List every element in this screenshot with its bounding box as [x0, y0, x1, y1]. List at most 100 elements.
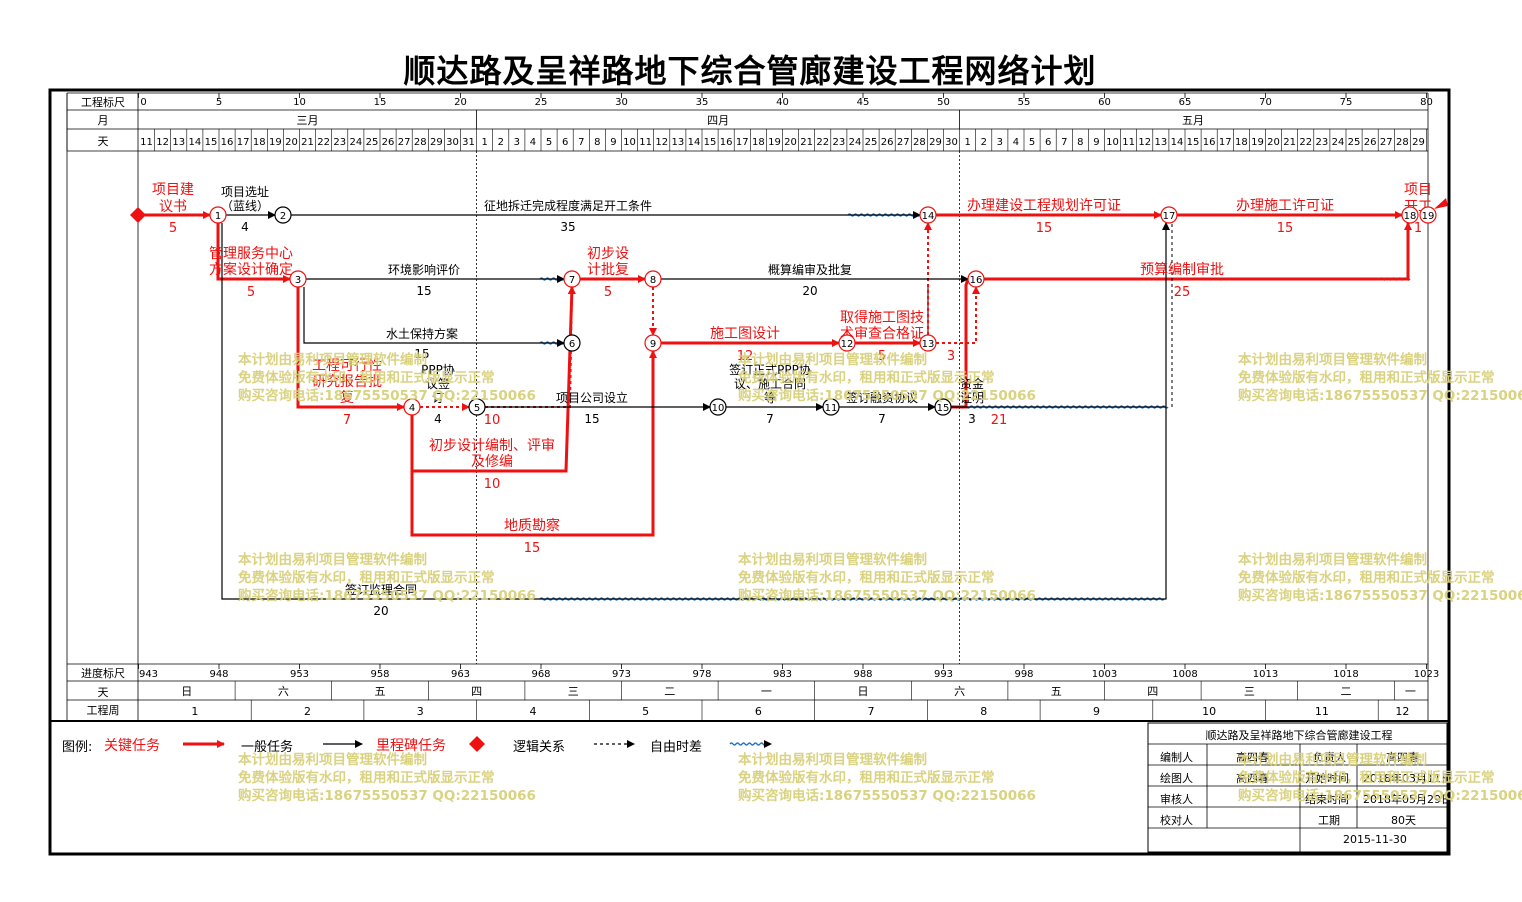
task-label: 1 — [1414, 221, 1422, 236]
progress-tick-label: 963 — [451, 669, 470, 680]
day-label: 13 — [671, 137, 684, 148]
ruler-tick-label: 65 — [1179, 97, 1192, 108]
ruler-tick-label: 25 — [535, 97, 548, 108]
task-label: 5 — [169, 221, 177, 236]
task-label: （蓝线） — [221, 199, 269, 213]
task-label: 订 — [432, 391, 444, 405]
end-label: 结束时间 — [1305, 793, 1349, 806]
day-label: 23 — [1315, 137, 1328, 148]
week-label: 4 — [529, 705, 536, 718]
drafter-label: 绘图人 — [1160, 772, 1193, 785]
ruler-tick-label: 30 — [615, 97, 628, 108]
month-label: 三月 — [297, 114, 319, 127]
node-number: 13 — [922, 339, 935, 350]
day-label: 18 — [1235, 137, 1248, 148]
day-label: 12 — [655, 137, 668, 148]
day-label: 17 — [237, 137, 250, 148]
task-label: 3 — [947, 349, 955, 364]
reviewer-label: 审核人 — [1160, 793, 1193, 806]
week-label: 12 — [1395, 705, 1409, 718]
progress-tick-label: 943 — [139, 669, 158, 680]
task-arrow — [303, 287, 565, 347]
task-label: 3 — [968, 412, 976, 426]
progress-tick-label: 1013 — [1253, 669, 1278, 680]
day-label: 14 — [1171, 137, 1184, 148]
task-label: 水土保持方案 — [386, 326, 458, 341]
compiler-value: 高四春 — [1236, 751, 1269, 764]
day-label: 8 — [1077, 137, 1083, 148]
node-number: 7 — [569, 275, 575, 286]
day-label: 16 — [221, 137, 234, 148]
title-block-project: 顺达路及呈祥路地下综合管廊建设工程 — [1205, 729, 1393, 742]
day-label: 14 — [688, 137, 701, 148]
node-number: 18 — [1404, 211, 1417, 222]
legend-label: 图例: — [62, 740, 93, 755]
task-label: 5 — [878, 349, 886, 364]
progress-tick-label: 1023 — [1414, 669, 1439, 680]
task-label: 15 — [584, 412, 599, 426]
start-value: 2018年03月11日 — [1363, 772, 1452, 785]
task-label: 20 — [802, 284, 817, 298]
progress-tick-label: 1018 — [1333, 669, 1358, 680]
node-number: 19 — [1422, 211, 1435, 222]
ruler-tick-label: 45 — [857, 97, 870, 108]
day-label: 26 — [382, 137, 395, 148]
drafter-value: 高四春 — [1236, 772, 1269, 785]
node-circle — [563, 270, 581, 288]
task-label: 12 — [737, 349, 754, 364]
day-label: 26 — [1364, 137, 1377, 148]
node-number: 17 — [1163, 211, 1176, 222]
end-value: 2018年05月29日 — [1363, 793, 1452, 806]
row-label-month: 月 — [98, 114, 109, 127]
row-label-ruler: 工程标尺 — [81, 95, 125, 109]
ruler-tick-label: 75 — [1340, 97, 1353, 108]
day-label: 16 — [1203, 137, 1216, 148]
node-circle — [919, 206, 937, 224]
watermark: 本计划由易利项目管理软件编制免费体验版有水印，租用和正式版显示正常购买咨询电话:… — [738, 752, 1036, 804]
node-circle — [709, 398, 727, 416]
week-label: 6 — [755, 705, 762, 718]
day-label: 20 — [1267, 137, 1280, 148]
node-circle — [209, 206, 227, 224]
week-label: 2 — [304, 705, 311, 718]
week-label: 11 — [1315, 705, 1329, 718]
node-number: 15 — [937, 403, 950, 414]
day-label: 25 — [865, 137, 878, 148]
task-label: 施工图设计 — [710, 326, 780, 342]
node-number: 4 — [409, 403, 415, 414]
task-label: 初步设 — [587, 245, 629, 262]
task-label: 地质勘察 — [504, 517, 560, 534]
day-label: 11 — [140, 137, 153, 148]
day-label: 5 — [546, 137, 552, 148]
task-label: 概算编审及批复 — [768, 262, 852, 277]
day-label: 1 — [481, 137, 487, 148]
task-label: 21 — [991, 413, 1008, 428]
day-label: 21 — [1283, 137, 1296, 148]
task-label: 5 — [604, 285, 612, 300]
task-label: 7 — [878, 412, 886, 426]
node-number: 1 — [215, 211, 221, 222]
day-label: 22 — [1299, 137, 1312, 148]
progress-tick-label: 993 — [934, 669, 953, 680]
node-circle — [274, 206, 292, 224]
legend-critical-label: 关键任务 — [104, 738, 160, 754]
task-label: 签订正式PPP协 — [729, 362, 811, 377]
title-block-date: 2015-11-30 — [1343, 833, 1407, 846]
weekday-label: 二 — [664, 685, 675, 698]
weekday-label: 日 — [181, 685, 192, 698]
ruler-tick-label: 15 — [374, 97, 387, 108]
node-circle — [403, 398, 421, 416]
node-number: 8 — [650, 275, 656, 286]
task-arrow — [410, 350, 657, 537]
node-circle — [644, 270, 662, 288]
node-circle — [644, 334, 662, 352]
weekday-label: 日 — [858, 685, 869, 698]
task-arrow — [221, 222, 1170, 600]
task-label: 征地拆迁完成程度满足开工条件 — [484, 198, 652, 213]
day-label: 8 — [594, 137, 600, 148]
day-label: 9 — [610, 137, 616, 148]
task-label: 项目建 — [152, 182, 194, 198]
ruler-tick-label: 5 — [216, 97, 222, 108]
day-label: 17 — [736, 137, 749, 148]
day-label: 25 — [1348, 137, 1361, 148]
